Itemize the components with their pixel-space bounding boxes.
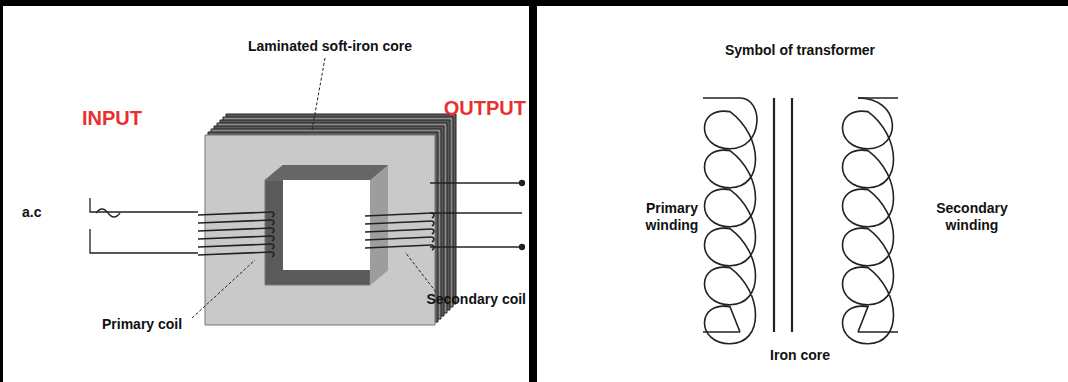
iron-core-line	[773, 98, 775, 332]
primary-coil	[198, 212, 274, 257]
transformer-symbol	[703, 98, 898, 344]
output-wires	[430, 181, 525, 250]
coil-turn	[365, 237, 432, 240]
coil-turn	[198, 212, 272, 215]
winding-label: Primary winding	[637, 200, 707, 234]
coil-turn	[198, 220, 272, 223]
secondary-coil	[365, 213, 434, 250]
output-terminal	[520, 245, 525, 250]
coil-turn	[272, 252, 274, 257]
input-label: INPUT	[82, 106, 142, 130]
output-label: OUTPUT	[444, 96, 526, 120]
winding-coil	[705, 98, 757, 344]
coil-turn	[432, 237, 434, 242]
coil-turn	[365, 245, 432, 248]
symbol-title: Symbol of transformer	[725, 42, 875, 59]
source-label: a.c	[22, 204, 41, 221]
coil-turn	[272, 220, 274, 225]
core-label: Laminated soft-iron core	[248, 38, 412, 55]
ac-source-symbol	[96, 209, 120, 217]
coil-turn	[272, 228, 274, 233]
winding-coil	[843, 98, 894, 344]
core-label: Iron core	[770, 347, 830, 364]
coil-turn	[198, 236, 272, 239]
iron-core-line	[791, 98, 793, 332]
coil-label: Secondary coil	[426, 291, 526, 308]
coil-turn	[365, 229, 432, 232]
input-wires	[90, 198, 198, 253]
coil-turn	[432, 221, 434, 226]
coil-turn	[198, 228, 272, 231]
coil-turn	[272, 244, 274, 249]
coil-turn	[365, 213, 432, 216]
leader-lines	[192, 58, 436, 318]
coil-turn	[365, 221, 432, 224]
coil-turn	[198, 244, 272, 247]
coil-turn	[272, 236, 274, 241]
coil-turn	[198, 252, 272, 255]
coil-label: Primary coil	[102, 316, 182, 333]
winding-label: Secondary winding	[931, 200, 1013, 234]
frame-left	[0, 0, 3, 382]
coil-turn	[432, 213, 434, 218]
panel-divider	[529, 0, 537, 382]
coil-turn	[272, 212, 274, 217]
coil-turn	[432, 229, 434, 234]
